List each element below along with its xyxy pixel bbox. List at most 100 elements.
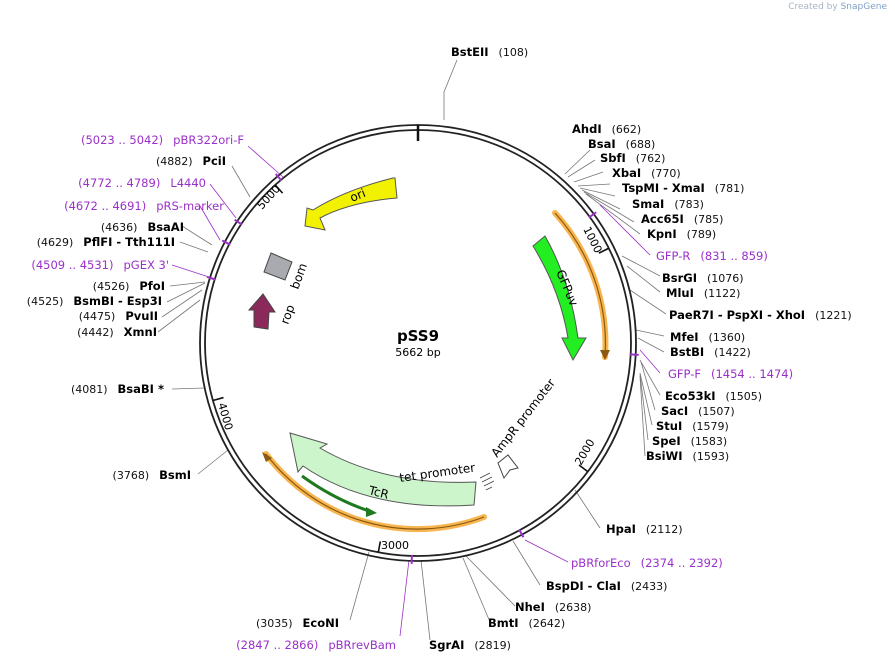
site-label-left[interactable]: (3768)BsmI xyxy=(113,468,191,482)
site-label-left[interactable]: (4475)PvuII xyxy=(79,309,158,323)
site-label-right[interactable]: MluI(1122) xyxy=(666,286,740,300)
site-label-left[interactable]: (4509 .. 4531)pGEX 3' xyxy=(31,258,169,272)
primer-name: (4772 .. 4789) xyxy=(78,176,160,190)
rop-label: rop xyxy=(278,303,298,326)
site-label-left[interactable]: (4672 .. 4691)pRS-marker xyxy=(64,199,224,213)
enzyme-name: BsrGI xyxy=(662,271,697,285)
site-label-left[interactable]: (2847 .. 2866)pBRrevBam xyxy=(236,638,396,652)
site-position: (1579) xyxy=(692,420,729,433)
site-label-right[interactable]: TspMI - XmaI(781) xyxy=(622,181,744,195)
enzyme-name: PflFI xyxy=(83,235,112,249)
site-label-left[interactable]: (3035)EcoNI xyxy=(256,616,339,630)
plasmid-backbone xyxy=(199,124,637,562)
tick-label-3000: 3000 xyxy=(381,539,409,552)
site-label-right[interactable]: BmtI(2642) xyxy=(488,616,565,630)
site-label-right[interactable]: SmaI(783) xyxy=(632,197,704,211)
site-position: (2112) xyxy=(646,523,683,536)
site-label-right[interactable]: SgrAI (2819) xyxy=(429,638,511,652)
site-label-right[interactable]: BsaI(688) xyxy=(588,137,655,151)
site-label-left[interactable]: (4772 .. 4789)L4440 xyxy=(78,176,206,190)
enzyme-name: HpaI xyxy=(606,522,636,536)
site-label-right[interactable]: SacI(1507) xyxy=(661,404,735,418)
enzyme-name: BstEII xyxy=(451,45,489,59)
site-label-right[interactable]: PaeR7I - PspXI - XhoI(1221) xyxy=(669,308,852,322)
enzyme-name: AhdI xyxy=(572,122,602,136)
site-label-right[interactable]: SbfI(762) xyxy=(600,151,665,165)
plasmid-size: 5662 bp xyxy=(395,346,440,359)
site-label-left[interactable]: (4882)PciI xyxy=(156,154,226,168)
site-label-right[interactable]: SpeI(1583) xyxy=(652,434,727,448)
site-label-right[interactable]: BsiWI (1593) xyxy=(646,449,729,463)
site-label-left[interactable]: (4526)PfoI xyxy=(93,279,165,293)
primer-name: pRS-marker xyxy=(156,199,224,213)
enzyme-name: EcoNI xyxy=(303,616,339,630)
site-position: (108) xyxy=(499,46,529,59)
enzyme-name: Eco53kI xyxy=(665,389,716,403)
site-position: (2638) xyxy=(555,601,592,614)
site-label-right[interactable]: GFP-F(1454 .. 1474) xyxy=(668,367,793,381)
site-position: (2819) xyxy=(474,639,511,652)
enzyme-name: BspDI xyxy=(546,579,584,593)
primer-marks xyxy=(206,173,639,564)
gfpuv-arrow xyxy=(532,235,587,362)
site-position: (4636) xyxy=(101,221,138,234)
site-label-right[interactable]: pBRforEco(2374 .. 2392) xyxy=(571,556,723,570)
snapgene-brand: SnapGene xyxy=(840,2,887,12)
primer-mark xyxy=(518,528,525,538)
enzyme-name: SgrAI xyxy=(429,638,464,652)
snapgene-credit: Created by SnapGene xyxy=(788,2,887,12)
site-position: (783) xyxy=(674,198,704,211)
site-position: (1583) xyxy=(691,435,728,448)
site-position: (4882) xyxy=(156,155,193,168)
site-label-right[interactable]: BspDI - ClaI(2433) xyxy=(546,579,667,593)
ampr-promoter-arrow xyxy=(497,454,519,480)
enzyme-name: BsaI xyxy=(588,137,616,151)
enzyme-name: PaeR7I xyxy=(669,308,714,322)
site-label-left[interactable]: (4081)BsaBI * xyxy=(71,382,164,396)
site-label-left[interactable]: (4525)BsmBI - Esp3I xyxy=(27,294,162,308)
site-label-left[interactable]: (4629)PflFI - Tth111I xyxy=(37,235,175,249)
site-label-right[interactable]: GFP-R(831 .. 859) xyxy=(656,249,768,263)
primer-mark xyxy=(275,173,283,182)
site-position: (770) xyxy=(651,167,681,180)
site-position: (1221) xyxy=(815,309,852,322)
enzyme-name: XmaI xyxy=(672,181,705,195)
enzyme-name: BsmI xyxy=(159,468,191,482)
site-label-left[interactable]: (4636)BsaAI xyxy=(101,220,184,234)
site-label-right[interactable]: MfeI(1360) xyxy=(670,330,745,344)
backbone-tick-3000 xyxy=(377,541,382,553)
backbone-tick-2000 xyxy=(578,464,589,473)
plasmid-name: pSS9 xyxy=(397,327,439,345)
site-label-right[interactable]: Acc65I(785) xyxy=(641,212,723,226)
site-label-left[interactable]: (5023 .. 5042)pBR322ori-F xyxy=(81,133,244,147)
site-label-right[interactable]: XbaI (770) xyxy=(612,166,681,180)
site-label-right[interactable]: AhdI (662) xyxy=(572,122,641,136)
enzyme-name: TspMI xyxy=(622,181,659,195)
primer-name: pBRforEco xyxy=(571,556,631,570)
site-label-right[interactable]: NheI(2638) xyxy=(515,600,591,614)
site-label-right[interactable]: StuI(1579) xyxy=(656,419,729,433)
site-label-right[interactable]: Eco53kI(1505) xyxy=(665,389,762,403)
site-label-right[interactable]: BsrGI(1076) xyxy=(662,271,744,285)
enzyme-name: - xyxy=(763,308,776,322)
site-position: (1593) xyxy=(693,450,730,463)
enzyme-name: XmnI xyxy=(124,325,157,339)
enzyme-name: XbaI xyxy=(612,166,641,180)
enzyme-name: * xyxy=(154,382,164,396)
primer-name: pBR322ori-F xyxy=(173,133,244,147)
enzyme-name: Esp3I xyxy=(127,294,162,308)
enzyme-name: KpnI xyxy=(647,227,677,241)
site-label-right[interactable]: KpnI(789) xyxy=(647,227,716,241)
feature-layer xyxy=(247,177,610,533)
site-label-bstEII[interactable]: BstEII (108) xyxy=(451,45,528,59)
site-label-left[interactable]: (4442)XmnI xyxy=(77,325,157,339)
site-position: (2433) xyxy=(631,580,668,593)
enzyme-name: BsiWI xyxy=(646,449,683,463)
primer-name: (831 .. 859) xyxy=(700,249,768,263)
site-label-right[interactable]: BstBI(1422) xyxy=(670,345,751,359)
primer-name: (4509 .. 4531) xyxy=(31,258,113,272)
site-label-right[interactable]: HpaI (2112) xyxy=(606,522,682,536)
enzyme-name: BstBI xyxy=(670,345,704,359)
site-position: (662) xyxy=(612,123,642,136)
